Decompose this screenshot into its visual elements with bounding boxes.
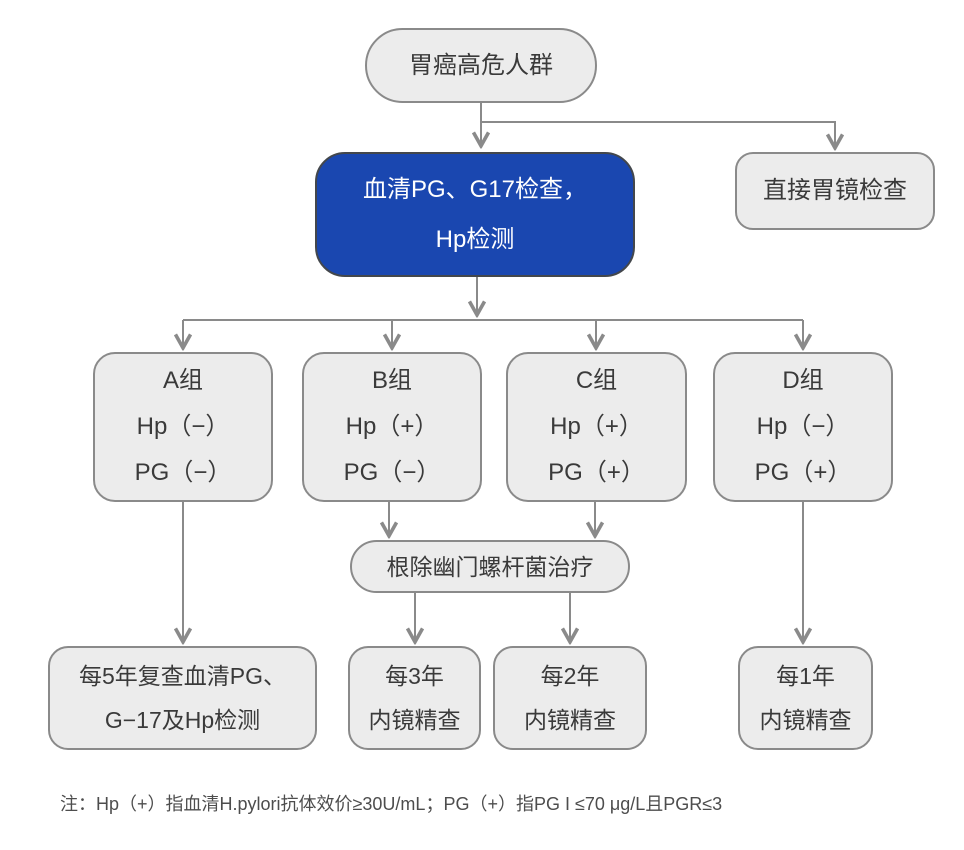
group-d-pg-status: PG（+） — [754, 459, 852, 486]
group-b-hp-status: Hp（+） — [345, 413, 439, 440]
followup-b-line1: 每3年 — [385, 663, 444, 689]
node-direct-gastroscopy-label: 直接胃镜检查 — [763, 177, 907, 204]
group-b-pg-status: PG（−） — [343, 459, 441, 486]
followup-d-line2: 内镜精查 — [759, 707, 852, 733]
group-a-title: A组 — [162, 367, 203, 394]
group-c-hp-status: Hp（+） — [550, 413, 643, 440]
node-start: 胃癌高危人群 — [365, 28, 597, 103]
node-followup-c: 每2年 内镜精查 — [493, 646, 647, 750]
group-d-title: D组 — [782, 367, 824, 394]
connector-start-to-direct — [481, 121, 835, 147]
group-c-title: C组 — [575, 367, 618, 394]
node-group-d: D组 Hp（−） PG（+） — [713, 352, 893, 502]
node-start-label: 胃癌高危人群 — [409, 51, 553, 79]
node-followup-a: 每5年复查血清PG、 G−17及Hp检测 — [48, 646, 317, 750]
group-a-hp-status: Hp（−） — [136, 413, 230, 440]
node-eradication: 根除幽门螺杆菌治疗 — [350, 540, 630, 593]
node-group-a: A组 Hp（−） PG（−） — [93, 352, 273, 502]
followup-b-line2: 内镜精查 — [368, 707, 461, 733]
followup-c-line2: 内镜精查 — [524, 707, 616, 733]
node-group-c: C组 Hp（+） PG（+） — [506, 352, 687, 502]
group-b-title: B组 — [371, 367, 412, 394]
followup-a-line1: 每5年复查血清PG、 — [78, 663, 287, 689]
node-serum-test-line1: 血清PG、G17检查， — [362, 175, 588, 203]
node-direct-gastroscopy: 直接胃镜检查 — [735, 152, 935, 230]
node-followup-d: 每1年 内镜精查 — [738, 646, 873, 750]
followup-d-line1: 每1年 — [776, 663, 835, 689]
node-serum-test-line2: Hp检测 — [435, 225, 515, 253]
node-group-b: B组 Hp（+） PG（−） — [302, 352, 482, 502]
node-followup-b: 每3年 内镜精查 — [348, 646, 481, 750]
followup-a-line2: G−17及Hp检测 — [104, 707, 261, 733]
followup-c-line1: 每2年 — [540, 663, 600, 689]
node-eradication-label: 根除幽门螺杆菌治疗 — [386, 553, 594, 580]
node-serum-test: 血清PG、G17检查， Hp检测 — [315, 152, 635, 277]
group-a-pg-status: PG（−） — [134, 459, 232, 486]
group-c-pg-status: PG（+） — [548, 459, 645, 486]
footnote: 注：Hp（+）指血清H.pylori抗体效价≥30U/mL；PG（+）指PG I… — [60, 794, 723, 814]
group-d-hp-status: Hp（−） — [756, 413, 850, 440]
